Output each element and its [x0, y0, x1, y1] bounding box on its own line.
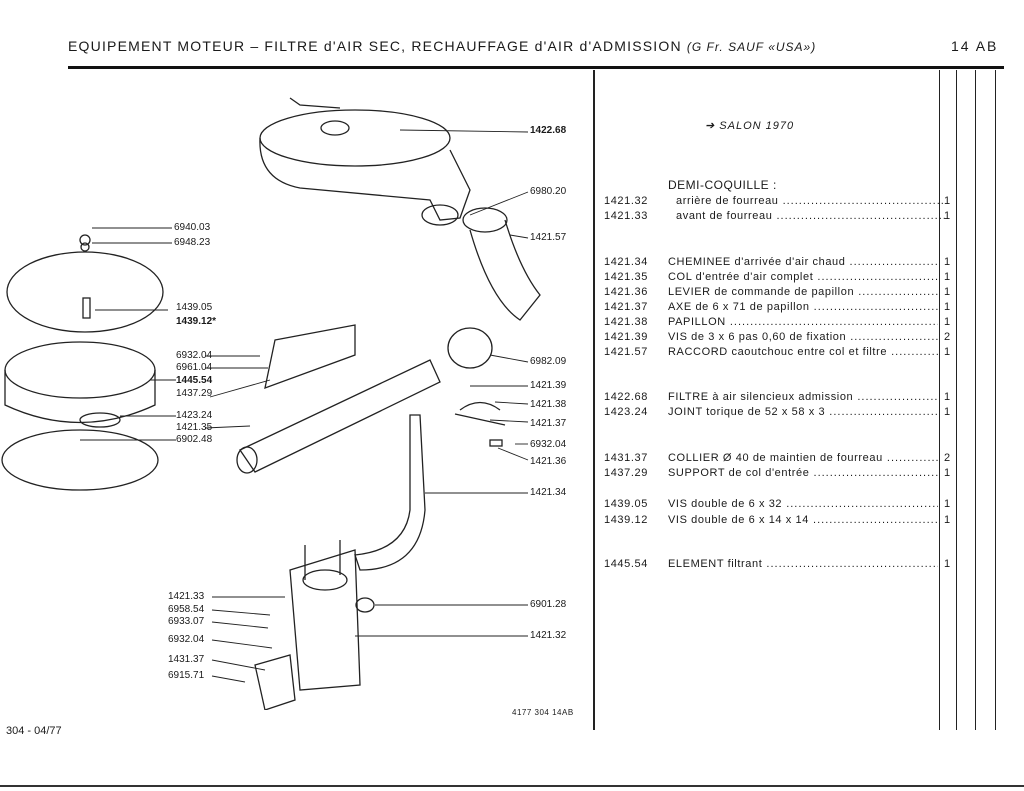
exploded-diagram — [1, 97, 541, 710]
callout-6932-04-a: 6932.04 — [176, 350, 213, 361]
filter-housing-body — [259, 137, 471, 221]
bottom-rule — [0, 785, 1024, 787]
divider-col-4 — [995, 70, 996, 730]
callout-1421-39: 1421.39 — [530, 380, 567, 391]
filter-cover — [6, 251, 164, 333]
callout-6940-03: 6940.03 — [174, 222, 211, 233]
callout-1431-37: 1431.37 — [168, 654, 205, 665]
divider-qty-right — [956, 70, 957, 730]
callout-6933-07: 6933.07 — [168, 616, 205, 627]
support-bracket — [264, 324, 356, 390]
divider-qty-left — [939, 70, 940, 730]
arrow-right-icon: ➔ — [705, 120, 716, 132]
page-subtitle: (G Fr. SAUF «USA») — [686, 40, 817, 54]
callout-1421-38: 1421.38 — [530, 399, 567, 410]
wing-nut — [79, 234, 91, 246]
clamp-bracket — [254, 654, 296, 710]
callout-6980-20: 6980.20 — [530, 186, 567, 197]
callout-6958-54: 6958.54 — [168, 604, 205, 615]
callout-1439-05: 1439.05 — [176, 302, 213, 313]
plug — [355, 597, 375, 613]
inlet-tube — [239, 359, 441, 473]
salon-note: ➔ SALON 1970 — [705, 119, 794, 132]
throttle-lever — [489, 439, 503, 447]
callout-6932-04-c: 6932.04 — [168, 634, 205, 645]
shroud — [289, 549, 361, 691]
hot-air-pipe — [354, 414, 426, 571]
hose-clamp-upper — [462, 207, 508, 233]
callout-1421-34: 1421.34 — [530, 487, 567, 498]
callout-1439-12: 1439.12* — [176, 316, 217, 327]
filter-element-top — [4, 341, 156, 399]
page-code: 14 AB — [951, 38, 999, 54]
filter-stud — [289, 97, 341, 109]
callout-6982-09: 6982.09 — [530, 356, 567, 367]
list-item: 1421.38PAPILLON1 — [604, 316, 954, 330]
page-header: EQUIPEMENT MOTEUR – FILTRE d'AIR SEC, RE… — [68, 38, 816, 54]
header-rule — [68, 66, 1004, 69]
callout-1421-36: 1421.36 — [530, 456, 567, 467]
filter-housing-outlet — [421, 204, 459, 226]
rubber-hose — [469, 219, 541, 321]
page-title: EQUIPEMENT MOTEUR – FILTRE d'AIR SEC, RE… — [68, 38, 682, 54]
callout-1421-33: 1421.33 — [168, 591, 205, 602]
callout-1445-54: 1445.54 — [176, 375, 213, 386]
divider-main — [593, 70, 595, 730]
double-stud — [82, 297, 91, 319]
callout-6901-28: 6901.28 — [530, 599, 567, 610]
callout-1421-32: 1421.32 — [530, 630, 567, 641]
filter-housing-nut — [320, 120, 350, 136]
o-ring — [79, 412, 121, 428]
filter-element-body — [4, 370, 156, 424]
callout-6932-04-b: 6932.04 — [530, 439, 567, 450]
page-reference: 304 - 04/77 — [6, 725, 62, 737]
callout-1421-57: 1421.57 — [530, 232, 567, 243]
filter-housing-lid — [259, 109, 451, 167]
callout-6948-23: 6948.23 — [174, 237, 211, 248]
inlet-tube-end — [236, 446, 258, 474]
shroud-collar — [302, 569, 348, 591]
callout-6915-71: 6915.71 — [168, 670, 205, 681]
throttle-flap — [459, 401, 501, 411]
callout-6902-48: 6902.48 — [176, 434, 213, 445]
salon-label: SALON 1970 — [719, 120, 795, 132]
callout-1422-68: 1422.68 — [530, 125, 567, 136]
callout-1421-35: 1421.35 — [176, 422, 213, 433]
filter-base — [1, 429, 159, 491]
callout-6961-04: 6961.04 — [176, 362, 213, 373]
callout-1437-29: 1437.29 — [176, 388, 213, 399]
callout-1421-37: 1421.37 — [530, 418, 567, 429]
drawing-reference: 4177 304 14AB — [512, 708, 574, 717]
throttle-axle — [454, 413, 506, 426]
demi-coquille-heading: DEMI-COQUILLE : — [668, 178, 777, 192]
hose-clamp-lower — [447, 327, 493, 369]
divider-col-3 — [975, 70, 976, 730]
washer — [80, 242, 90, 252]
callout-1423-24: 1423.24 — [176, 410, 213, 421]
